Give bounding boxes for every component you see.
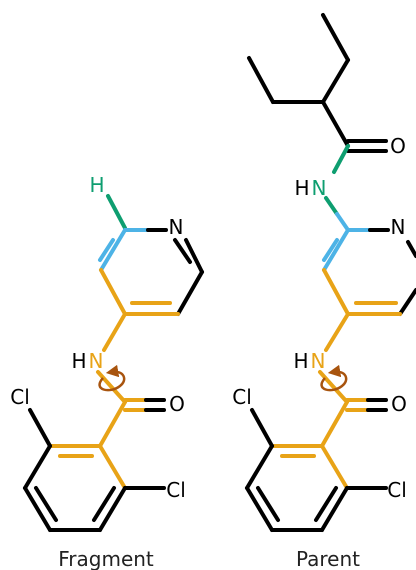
parent-amide-bonds — [318, 370, 370, 448]
parent-linker-bonds — [324, 144, 350, 216]
parent-pyridine-black-bonds — [368, 228, 416, 316]
parent-benzene-core-bonds — [270, 444, 349, 490]
fragment-amide-n-atom: N — [89, 349, 104, 373]
parent-alkyl-bonds — [247, 13, 388, 153]
fragment-ring-n-atom: N — [169, 215, 184, 239]
fragment-o-atom: O — [169, 392, 185, 416]
fragment-rotation-arrow — [98, 364, 126, 392]
fragment-cl-top-atom: Cl — [10, 385, 30, 409]
fragment-molecule: H N H N O Cl Cl Fragment — [10, 173, 204, 570]
parent-o-top-atom: O — [390, 134, 406, 158]
parent-pyridine-core-bonds — [322, 268, 402, 352]
fragment-carbonyl-black — [144, 398, 166, 412]
parent-o-atom: O — [391, 392, 407, 416]
parent-rotation-arrow — [320, 364, 348, 392]
parent-cl-top-atom: Cl — [232, 385, 252, 409]
parent-pyridine-cyan-bonds — [322, 212, 372, 272]
parent-cl-right-atom: Cl — [387, 478, 407, 502]
parent-carbonyl-black — [366, 398, 388, 412]
fragment-cl-right-atom: Cl — [166, 478, 186, 502]
parent-amide-n-atom: N — [311, 349, 326, 373]
fragment-h-atom: H — [89, 173, 104, 197]
fragment-pyridine-cyan-bonds — [98, 228, 150, 272]
fragment-caption: Fragment — [58, 547, 154, 570]
parent-molecule: O H N N H N O Cl Cl Parent — [232, 13, 416, 570]
parent-linker-n-atom: N — [312, 176, 327, 200]
fragment-pyridine-black-bonds — [146, 228, 204, 316]
parent-benzene-black-bonds — [245, 408, 388, 532]
parent-caption: Parent — [296, 547, 360, 570]
fragment-amide-bonds — [96, 370, 148, 448]
fragment-pyridine-core-bonds — [99, 268, 180, 352]
fragment-benzene-black-bonds — [23, 408, 166, 532]
fragment-amide-h-atom: H — [71, 349, 86, 373]
fragment-benzene-core-bonds — [48, 444, 127, 490]
parent-linker-h-atom: H — [294, 176, 309, 200]
parent-amide-h-atom: H — [293, 349, 308, 373]
fragment-h-bond — [106, 194, 127, 230]
parent-ring-n-atom: N — [391, 215, 406, 239]
